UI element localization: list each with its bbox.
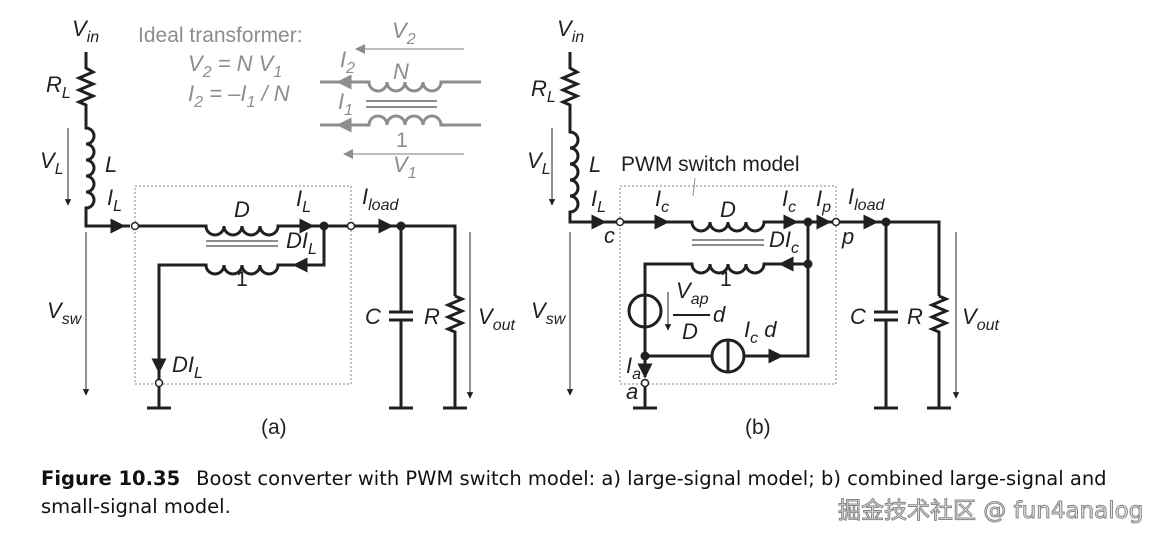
- label-one-b: 1: [720, 268, 732, 291]
- transformer-secondary-a: [157, 226, 326, 380]
- inset-eq2: I2 = –I1 / N: [188, 81, 290, 111]
- label-il-in-a: IL: [107, 185, 122, 215]
- terminal-a-a: [154, 378, 164, 388]
- pwm-switch-box-a: [134, 185, 352, 385]
- output-wire-a: [355, 224, 457, 296]
- label-rl-b: RL: [531, 76, 556, 106]
- label-vap-d: d: [713, 302, 726, 327]
- label-vout-a: Vout: [478, 304, 515, 334]
- inset-i1-label: I1: [338, 89, 353, 119]
- ground-b-left: [633, 387, 657, 410]
- label-ic-left-b: Ic: [655, 186, 669, 216]
- inset-eq1: V2 = N V1: [188, 51, 282, 81]
- inset-title: Ideal transformer:: [138, 24, 303, 47]
- inset-primary-winding: [320, 80, 481, 93]
- pwm-switch-box-b: [619, 185, 837, 385]
- label-vin-b: Vin: [557, 16, 584, 46]
- inset-n-label: N: [393, 59, 409, 84]
- label-ic-right-b: Ic: [782, 186, 796, 216]
- ground-a-left: [147, 387, 171, 410]
- label-vl-a: VL: [40, 148, 64, 178]
- resistor-r-a: [443, 294, 467, 410]
- output-wire-b: [840, 220, 941, 296]
- label-il-in-b: IL: [591, 186, 606, 216]
- l-inductor: [84, 118, 130, 228]
- transformer-primary-b: [624, 220, 832, 233]
- label-d-b: D: [720, 197, 736, 222]
- ideal-transformer-inset: Ideal transformer: V2 = N V1 I2 = –I1 / …: [138, 18, 481, 182]
- terminal-p-b: [831, 217, 841, 227]
- figure-caption-text: Boost converter with PWM switch model: a…: [41, 467, 1107, 518]
- label-node-p: p: [841, 224, 854, 249]
- inset-v2-label: V2: [392, 18, 416, 48]
- label-vl-b: VL: [527, 148, 551, 178]
- label-node-a: a: [626, 379, 638, 404]
- l-inductor-b: [568, 124, 616, 224]
- capacitor-a: [389, 226, 413, 410]
- terminal-c-a: [130, 221, 140, 231]
- label-l-a: L: [105, 152, 117, 177]
- transformer-secondary-b: [643, 222, 810, 356]
- rl-resistor-b: [559, 52, 581, 124]
- label-vout-b: Vout: [962, 304, 999, 334]
- label-ip-b: Ip: [816, 186, 831, 216]
- label-node-c: c: [604, 223, 615, 248]
- label-one-a: 1: [236, 268, 248, 291]
- panel-a-tag: (a): [261, 416, 287, 439]
- rl-resistor: [75, 52, 97, 118]
- inset-one-label: 1: [396, 129, 408, 152]
- label-vsw-b: Vsw: [531, 298, 567, 328]
- transformer-primary-a: [139, 224, 347, 237]
- label-icd: Ic d: [744, 317, 777, 347]
- panel-a: Vin RL VL L IL Vsw D IL DIL 1 DIL Iload …: [40, 16, 515, 439]
- label-c-a: C: [365, 304, 381, 329]
- figure-number: Figure 10.35: [41, 467, 181, 490]
- label-il-out-a: IL: [296, 186, 311, 216]
- pwm-switch-title: PWM switch model: [621, 153, 800, 176]
- label-r-b: R: [907, 304, 923, 329]
- label-vap-numerator: Vap: [676, 278, 709, 308]
- terminal-a-b: [640, 378, 650, 388]
- terminal-p-a: [346, 221, 356, 231]
- label-vap-denominator: D: [682, 319, 698, 344]
- label-l-b: L: [589, 152, 601, 177]
- pwm-switch-pointer: [692, 177, 696, 197]
- label-rl-a: RL: [46, 72, 71, 102]
- panel-b-tag: (b): [745, 416, 771, 439]
- label-r-a: R: [424, 304, 440, 329]
- inset-i2-label: I2: [340, 47, 355, 77]
- junction-bottom-b: [640, 351, 650, 361]
- capacitor-b: [874, 222, 898, 410]
- label-iload-a: Iload: [362, 184, 399, 214]
- label-d-a: D: [234, 197, 250, 222]
- label-dil-right-a: DIL: [286, 228, 317, 258]
- label-iload-b: Iload: [848, 184, 885, 214]
- label-vsw-a: Vsw: [47, 298, 83, 328]
- boost-converter-figure: Vin RL VL L IL Vsw D IL DIL 1 DIL Iload …: [40, 16, 999, 439]
- watermark: 掘金技术社区 @ fun4analog: [837, 498, 1144, 525]
- terminal-c-b: [615, 217, 625, 227]
- resistor-r-b: [927, 294, 951, 410]
- label-ia: Ia: [626, 353, 641, 383]
- label-dic-b: DIc: [769, 227, 799, 257]
- panel-b: Vin RL VL L PWM switch model IL c Vsw Ic…: [527, 16, 999, 439]
- inset-secondary-winding: [320, 114, 481, 127]
- label-vin-a: Vin: [72, 16, 99, 46]
- inset-v1-label: V1: [393, 152, 417, 182]
- label-dil-bottom-a: DIL: [172, 352, 203, 382]
- ic-d-loop-wire: [645, 264, 810, 358]
- label-c-b: C: [850, 304, 866, 329]
